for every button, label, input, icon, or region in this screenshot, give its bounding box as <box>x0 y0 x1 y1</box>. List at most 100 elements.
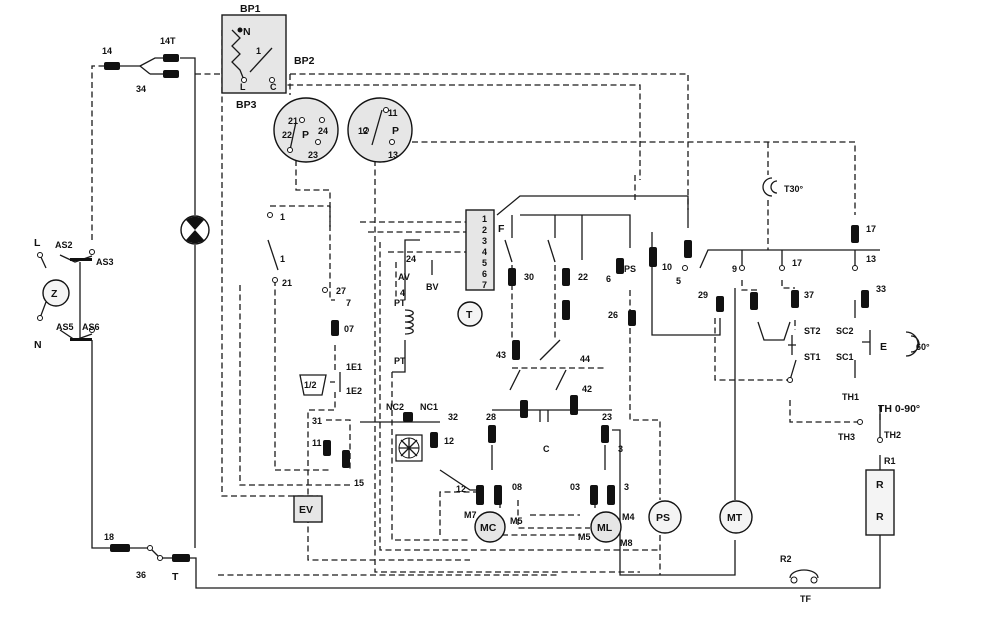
label-bar-3: 3 <box>482 236 487 246</box>
connector-26 <box>628 310 636 326</box>
label-s1a: 1 <box>280 212 285 222</box>
connector-23 <box>601 425 609 443</box>
connector-15 <box>342 450 350 468</box>
label-bar-6: 6 <box>482 269 487 279</box>
supply-z-circle <box>42 279 70 307</box>
label-t30: T30° <box>784 184 804 194</box>
label-bp2: BP2 <box>294 55 315 67</box>
label-st1: ST1 <box>804 352 821 362</box>
pressure-switch-bp-block <box>221 14 287 94</box>
label-bv: BV <box>426 282 439 292</box>
connector-28 <box>488 425 496 443</box>
label-r1: R1 <box>884 456 896 466</box>
label-p1-p: P <box>302 129 309 141</box>
label-15: 15 <box>354 478 364 488</box>
connectors <box>104 54 869 562</box>
label-sc2: SC2 <box>836 326 854 336</box>
label-5: 5 <box>676 276 681 286</box>
label-37: 37 <box>804 290 814 300</box>
connector-10 <box>649 247 657 267</box>
label-21: 21 <box>282 278 292 288</box>
label-p1-22: 22 <box>282 130 292 140</box>
label-m5b: M5 <box>578 532 591 542</box>
label-ev: EV <box>299 504 313 516</box>
label-10: 10 <box>662 262 672 272</box>
connector-12 <box>430 432 438 448</box>
label-p1-23: 23 <box>308 150 318 160</box>
solid-wires <box>39 57 881 589</box>
programmer-disc-right <box>347 97 413 163</box>
label-th2: TH2 <box>884 430 901 440</box>
connector-PS <box>616 258 624 274</box>
label-24: 24 <box>406 254 416 264</box>
connector-14T <box>163 54 179 62</box>
label-4: 4 <box>400 288 405 298</box>
pressure-switch-ps <box>648 500 682 534</box>
label-43: 43 <box>496 350 506 360</box>
label-32: 32 <box>448 412 458 422</box>
label-m8: M8 <box>620 538 633 548</box>
terminal-block <box>465 209 495 291</box>
connector-17 <box>851 225 859 243</box>
label-17b: 17 <box>866 224 876 234</box>
label-ps-small: PS <box>624 264 636 274</box>
label-p2-11: 11 <box>388 108 398 118</box>
label-22: 22 <box>578 272 588 282</box>
label-as6: AS6 <box>82 322 100 332</box>
label-12a: 12 <box>444 436 454 446</box>
label-13: 13 <box>866 254 876 264</box>
label-bp-1: 1 <box>256 46 261 56</box>
label-bar-1: 1 <box>482 214 487 224</box>
label-m4: M4 <box>622 512 635 522</box>
label-12b: 12 <box>456 484 466 494</box>
label-60: 60° <box>916 342 930 352</box>
label-bar-2: 2 <box>482 225 487 235</box>
connector-29 <box>716 296 724 312</box>
label-26: 26 <box>608 310 618 320</box>
label-34: 34 <box>136 84 146 94</box>
label-st2: ST2 <box>804 326 821 336</box>
label-bar-7: 7 <box>482 280 487 290</box>
label-m5a: M5 <box>510 516 523 526</box>
label-t: T <box>172 571 179 583</box>
connector-c1 <box>520 400 528 418</box>
label-th1: TH1 <box>842 392 859 402</box>
label-03: 03 <box>570 482 580 492</box>
label-cap-c: C <box>543 444 550 454</box>
label-bp-n: N <box>243 26 251 38</box>
label-r-b: R <box>876 511 884 523</box>
connector-42 <box>570 395 578 415</box>
label-e: E <box>880 341 887 353</box>
label-3b: 3 <box>624 482 629 492</box>
label-pt2: PT <box>394 356 406 366</box>
label-bp-l: L <box>240 82 246 92</box>
label-p1-24: 24 <box>318 126 328 136</box>
motor-mc <box>474 511 506 543</box>
connector-03 <box>590 485 598 505</box>
label-bp-c: C <box>270 82 277 92</box>
label-bp3: BP3 <box>236 99 257 111</box>
connector-22b <box>562 300 570 320</box>
connector-5 <box>684 240 692 258</box>
label-bar-5: 5 <box>482 258 487 268</box>
label-08: 08 <box>512 482 522 492</box>
label-30: 30 <box>524 272 534 282</box>
label-42: 42 <box>582 384 592 394</box>
label-36: 36 <box>136 570 146 580</box>
motor-ml <box>590 511 622 543</box>
label-27: 27 <box>336 286 346 296</box>
connector-9 <box>750 292 758 310</box>
connector-32 <box>403 412 413 422</box>
programmer-disc-left <box>273 97 339 163</box>
label-th3: TH3 <box>838 432 855 442</box>
label-f: F <box>498 223 505 235</box>
label-14: 14 <box>102 46 112 56</box>
connector-33 <box>861 290 869 308</box>
connector-37 <box>791 290 799 308</box>
label-s1b: 1 <box>280 254 285 264</box>
label-av: AV <box>398 272 410 282</box>
label-as5: AS5 <box>56 322 74 332</box>
labels: BP1 BP2 BP3 N 1 L C 14 14T 34 L Z N AS2 … <box>34 3 930 604</box>
label-r-a: R <box>876 479 884 491</box>
